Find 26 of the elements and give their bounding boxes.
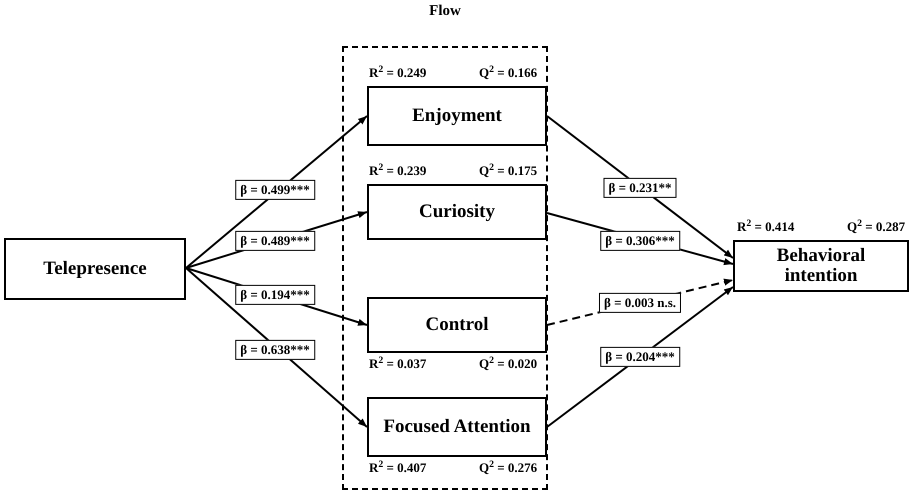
statistic-label: R$^{2}$ = 0.037 [369,357,426,370]
edge-label: β = 0.231** [604,178,676,198]
construct-box: Behavioral intention [733,240,909,292]
statistic-label: Q$^{2}$ = 0.020 [479,357,538,370]
statistic-label: R$^{2}$ = 0.249 [369,66,426,79]
edge-label: β = 0.204*** [600,346,680,368]
statistic-label: Q$^{2}$ = 0.287 [847,220,906,233]
arrow [185,267,368,428]
statistic-label: R$^{2}$ = 0.407 [369,461,426,474]
construct-box: Control [367,297,547,353]
construct-box: Telepresence [4,238,186,300]
edge-label: β = 0.489*** [235,230,315,252]
statistic-label: R$^{2}$ = 0.414 [737,220,794,233]
group-title: Flow [428,4,462,19]
edge-label: β = 0.194*** [235,284,315,306]
construct-box: Focused Attention [367,397,547,457]
edge-label: β = 0.306*** [600,230,680,252]
edge-label: β = 0.638*** [235,340,315,360]
edge-label: β = 0.003 n.s. [598,292,682,314]
edge-label: β = 0.499*** [235,180,315,200]
statistic-label: R$^{2}$ = 0.239 [369,164,426,177]
statistic-label: Q$^{2}$ = 0.175 [479,164,538,177]
construct-box: Enjoyment [367,86,547,146]
construct-box: Curiosity [367,184,547,240]
statistic-label: Q$^{2}$ = 0.166 [479,66,538,79]
statistic-label: Q$^{2}$ = 0.276 [479,461,538,474]
